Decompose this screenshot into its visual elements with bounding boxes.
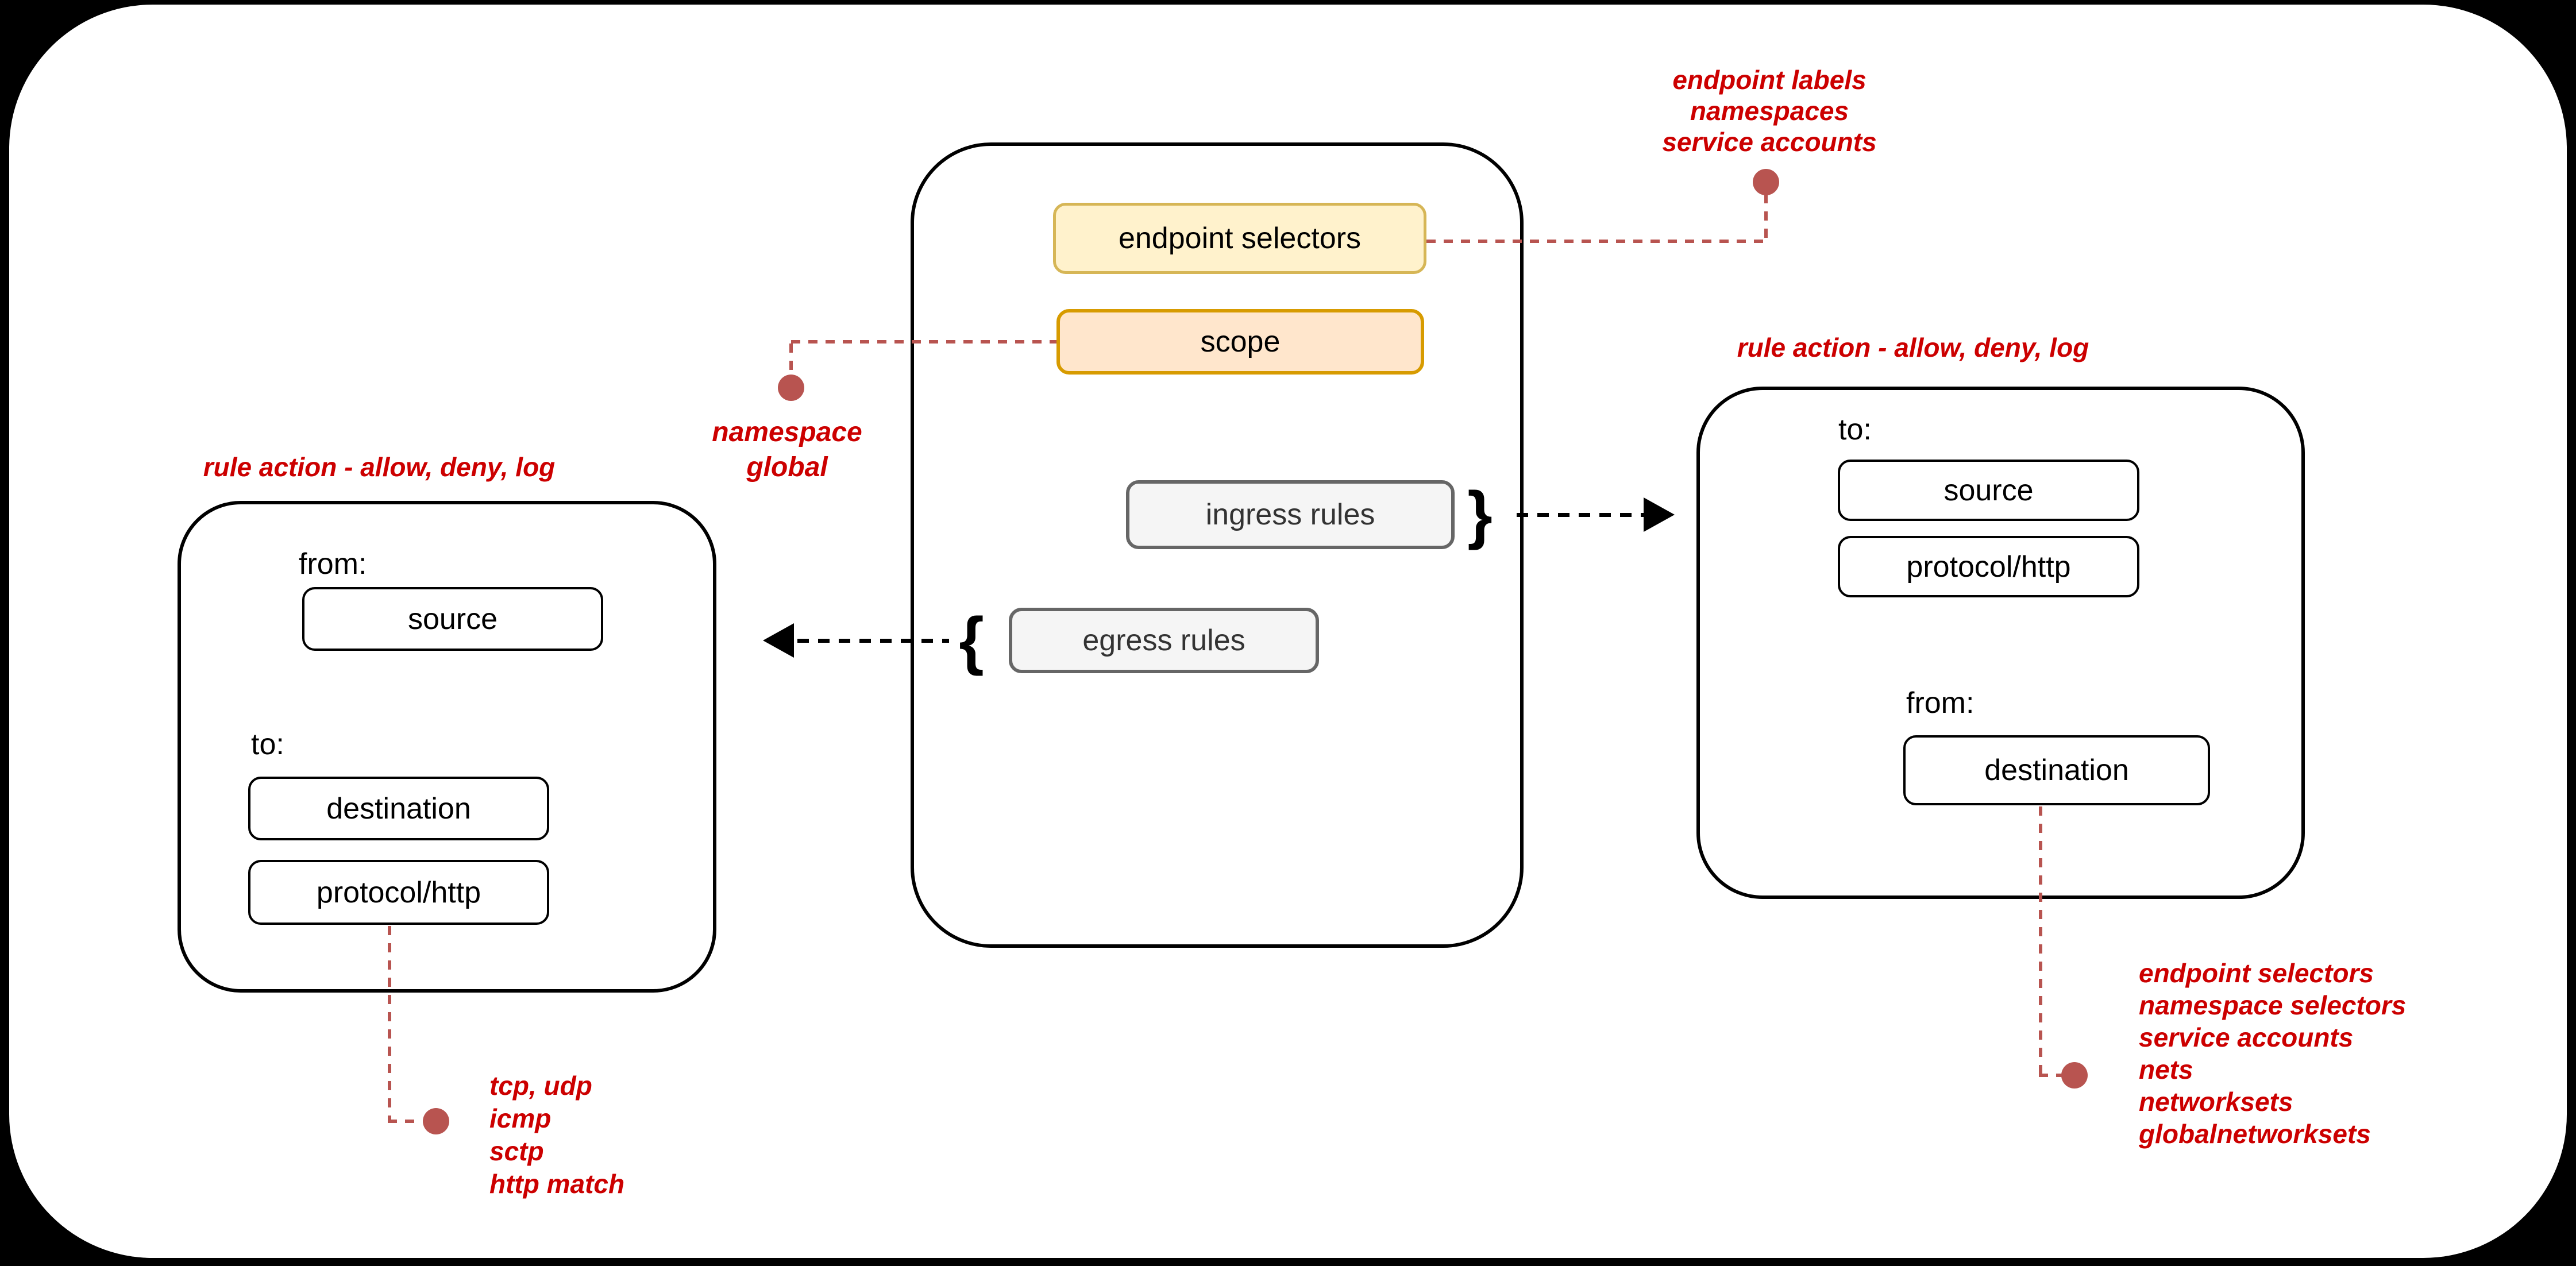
scope-connector-v xyxy=(789,343,793,377)
ingress-rule-action-note: rule action - allow, deny, log xyxy=(1737,333,2089,362)
ingress-rules-label: ingress rules xyxy=(1205,498,1375,531)
egress-rules-box: egress rules xyxy=(1009,608,1319,673)
ingress-arrowhead-icon xyxy=(1644,497,1675,532)
scope-note: namespace global xyxy=(712,417,862,483)
ingress-brace: } xyxy=(1467,478,1493,550)
destination-connector-v xyxy=(2039,806,2042,1075)
egress-source-box: source xyxy=(302,587,603,651)
endpoint-selectors-label: endpoint selectors xyxy=(1118,222,1362,255)
ingress-destination-box: destination xyxy=(1903,735,2210,805)
egress-from-label: from: xyxy=(299,547,367,581)
scope-box: scope xyxy=(1056,309,1424,375)
ingress-arrow-line xyxy=(1517,513,1659,517)
scope-connector-h xyxy=(791,340,1056,343)
egress-destination-label: destination xyxy=(326,792,471,825)
egress-source-label: source xyxy=(407,602,498,636)
protocol-connector-h xyxy=(388,1120,422,1123)
ingress-from-label: from: xyxy=(1906,686,1975,720)
destination-note: endpoint selectors namespace selectors s… xyxy=(2139,958,2407,1149)
endpoint-selectors-box: endpoint selectors xyxy=(1053,203,1426,274)
destination-connector-dot xyxy=(2061,1062,2088,1089)
egress-rule-action-note: rule action - allow, deny, log xyxy=(203,452,556,482)
egress-destination-box: destination xyxy=(248,777,549,840)
ingress-destination-label: destination xyxy=(1984,754,2129,787)
protocol-connector-v xyxy=(388,926,391,1121)
egress-protocol-box: protocol/http xyxy=(248,860,549,925)
egress-arrowhead-icon xyxy=(763,623,794,658)
ingress-protocol-box: protocol/http xyxy=(1838,536,2139,597)
scope-label: scope xyxy=(1200,325,1281,358)
endpoint-selectors-connector-dot xyxy=(1753,169,1779,195)
egress-protocol-label: protocol/http xyxy=(316,875,481,909)
destination-connector-h xyxy=(2039,1074,2063,1077)
ingress-source-label: source xyxy=(1943,473,2034,507)
endpoint-selectors-connector-h xyxy=(1426,240,1766,243)
endpoint-selectors-connector-v xyxy=(1764,194,1768,241)
protocol-connector-dot xyxy=(423,1108,449,1134)
egress-rules-label: egress rules xyxy=(1082,624,1245,657)
ingress-source-box: source xyxy=(1838,460,2139,521)
ingress-to-label: to: xyxy=(1838,413,1872,446)
ingress-rules-box: ingress rules xyxy=(1126,480,1455,549)
egress-to-label: to: xyxy=(251,728,284,761)
egress-arrow-line xyxy=(797,639,949,643)
scope-connector-dot xyxy=(778,375,804,401)
egress-brace: { xyxy=(959,604,984,676)
ingress-protocol-label: protocol/http xyxy=(1906,550,2071,584)
protocol-note: tcp, udp icmp sctp http match xyxy=(489,1071,625,1199)
endpoint-selectors-note: endpoint labels namespaces service accou… xyxy=(1662,65,1877,157)
